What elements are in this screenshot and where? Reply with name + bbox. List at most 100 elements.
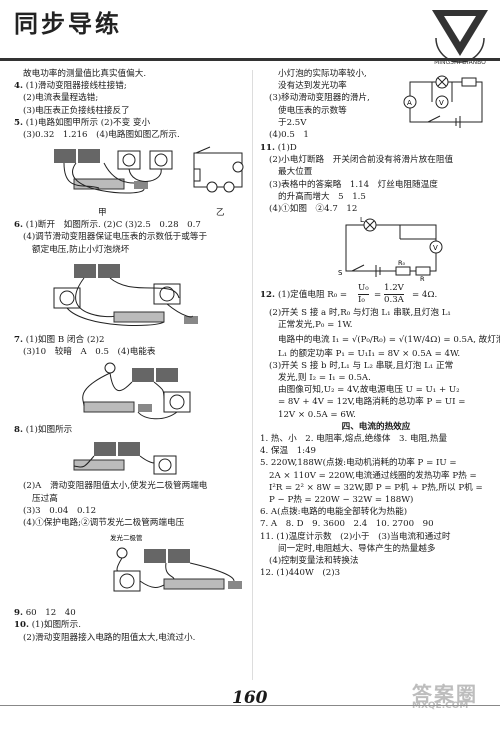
answer-11: 11. (1)D [260,142,492,154]
q-number: 11. [260,143,275,153]
answer-line: (3)10 较暗 A 0.5 (4)电能表 [23,347,156,358]
q-number: 6. [14,220,23,231]
answer-line: (2)A 滑动变阻器阻值太小,使发光二极管两端电 [23,481,208,492]
answer-line: P − P热 = 220W − 32W = 188W) [269,495,414,506]
circuit-figure-11: L V S R₀ R [338,217,443,281]
watermark: 答案圈 MXQE.COM [412,682,496,728]
answer-line: (3)0.32 1.216 (4)电路图如图乙所示. [23,130,180,141]
answer-text: (1)D [277,143,297,153]
answer-line: (4)①保护电路;②调节发光二极管两端电压 [23,518,185,529]
fraction-bottom: 0.3A [384,295,404,306]
answer-line: L₁ 的额定功率 P₁ = U₁I₁ = 8V × 0.5A = 4W. [278,348,461,359]
answer-text: (2)不变 [100,117,131,128]
column-divider [252,70,253,680]
footer-rule [0,705,500,706]
answer-text: (1)滑动变阻器接线柱接错; [25,81,127,92]
answer-line: 12. (1)440W (2)3 [260,568,341,579]
answer-line: 没有达到发光功率 [278,81,347,92]
answer-line: (3)表格中的答案略 1.14 灯丝电阻随温度 [269,179,438,190]
answer-line: (3)移动滑动变阻器的滑片, [269,93,370,104]
circuit-figure-6 [53,263,198,326]
answer-text: B [57,334,65,345]
section-heading: 四、电流的热效应 [341,421,411,432]
answer-line: 12V × 0.5A = 6W. [278,409,356,420]
answer-line: 的升高而增大 5 1.5 [278,191,366,202]
answer-text: 变小 [132,117,151,128]
answer-line: (2)电流表量程选错; [23,93,99,104]
answer-line: (4)控制变量法和转换法 [269,556,359,567]
answer-line: 正常发光,P₀ = 1W. [278,320,353,331]
watermark-url: MXQE.COM [412,701,469,712]
answer-5: 5. (1)电路如图甲所示 (2)不变 变小 [14,117,250,129]
svg-text:MINGSHI DIANBO: MINGSHI DIANBO [434,59,486,66]
answer-8: 8. (1)如图所示 [14,424,250,436]
answer-text: 60 12 40 [25,608,76,619]
circuit-figure-10: A V [403,75,483,128]
answer-line: = 8V + 4V = 12V,电路消耗的总功率 P = UI = [278,397,466,408]
answer-line: 使电压表的示数等 [278,105,347,116]
answer-text: √(P₀/R₀) = √(1W/4Ω) = 0.5A, [351,334,476,345]
answer-line: (2)滑动变阻器接入电路的阻值太大,电流过小. [23,632,196,643]
q-number: 9. [14,608,23,619]
answer-line: (3)电压表正负接线柱接反了 [23,105,130,116]
answer-9: 9. 60 12 40 [14,607,250,619]
answer-line: 由图像可知,U₂ = 4V,故电源电压 U = U₁ + U₂ [278,385,460,396]
answer-text: = 4Ω. [412,290,438,301]
answer-text: (1)断开 如图所示. [25,220,101,231]
figure-captions: 甲 乙 [14,207,250,219]
q-number: 10. [14,620,29,631]
fraction-bottom: I₀ [358,295,365,306]
answer-line: 7. A 8. D 9. 3600 2.4 10. 2700 90 [260,519,434,530]
answer-line: 最大位置 [278,167,313,178]
answer-text: (2)2 [86,334,105,345]
answer-line: (2)开关 S 接 a 时,R₀ 与灯泡 L₁ 串联,且灯泡 L₁ [269,308,451,319]
answer-text: (3)2.5 0.28 0.7 [125,220,201,231]
circuit-figure-8a [73,442,177,475]
answer-line: (3)开关 S 接 b 时,L₁ 与 L₂ 串联,且灯泡 L₁ 正常 [269,360,454,371]
fraction-top: U₀ [358,283,369,296]
answer-line: 1. 热、小 2. 电阻率,熔点,绝缘体 3. 电阻,热量 [260,434,448,445]
svg-text:A: A [407,99,412,107]
figure-label: 发光二极管 [110,533,143,542]
answer-line: I²R = 2² × 8W = 32W,即 P = P机 + P热,所以 P机 … [269,482,483,493]
brand-logo: MINGSHI DIANBO [432,10,488,66]
page-title: 同步导练 [14,10,122,38]
page-header: 同步导练 MINGSHI DIANBO [0,0,500,66]
q-number: 7. [14,334,23,345]
figure-caption-b: 乙 [216,208,225,219]
label-L: L [360,217,364,224]
answer-line: 压过高 [32,493,58,504]
q-number: 5. [14,117,23,128]
circuit-figure-7 [82,362,191,420]
answer-text: (1)如图所示 [25,425,73,436]
q-number: 12. [260,290,275,301]
answer-text: (2)C [103,220,123,231]
answer-text: (1)定值电阻 R₀ = [278,290,348,301]
q-number: 8. [14,425,23,436]
answer-line: 11. (1)温度计示数 (2)小于 (3)当电流和通过时 [260,531,451,542]
answer-line: 5. 220W,188W(点拨:电动机消耗的功率 P = IU = [260,458,457,469]
answer-line: 故电功率的测量值比真实值偏大. [23,69,147,79]
answer-text: (1)如图 [25,334,56,345]
answer-line: (4)①如图 ②4.7 12 [269,204,358,215]
answer-10: 10. (1)如图所示. [14,619,250,631]
answer-line: 于2.5V [278,117,307,128]
answer-line: 4. 保温 1:49 [260,446,317,457]
label-R: R [420,275,425,281]
answer-line: (2)小电灯断路 开关闭合前没有将滑片放在阻值 [269,155,454,166]
answer-line: 小灯泡的实际功率较小, [278,69,367,79]
header-rule [0,58,500,61]
answer-line: (4)0.5 1 [269,130,309,141]
watermark-text: 答案圈 [412,682,478,706]
answer-text: = [374,290,382,301]
answer-10-continued: 小灯泡的实际功率较小, 没有达到发光功率 (3)移动滑动变阻器的滑片, 使电压表… [260,68,492,142]
left-column: 故电功率的测量值比真实值偏大. 4. (1)滑动变阻器接线柱接错; (2)电流表… [14,68,250,644]
answer-text: (1)电路如图甲所示 [25,117,99,128]
label-R0: R₀ [398,259,406,267]
page-number: 160 [232,688,268,708]
answer-line: 2A × 110V = 220W,电流通过线圈的发热功率 P热 = [269,470,477,481]
answer-text: 故灯泡 [478,334,500,345]
answer-4: 4. (1)滑动变阻器接线柱接错; [14,80,250,92]
answer-line: (4)调节滑动变阻器保证电压表的示数低于或等于 [23,232,208,243]
answer-12: 12. (1)定值电阻 R₀ = U₀ I₀ = 1.2V 0.3A = 4Ω. [260,283,492,307]
